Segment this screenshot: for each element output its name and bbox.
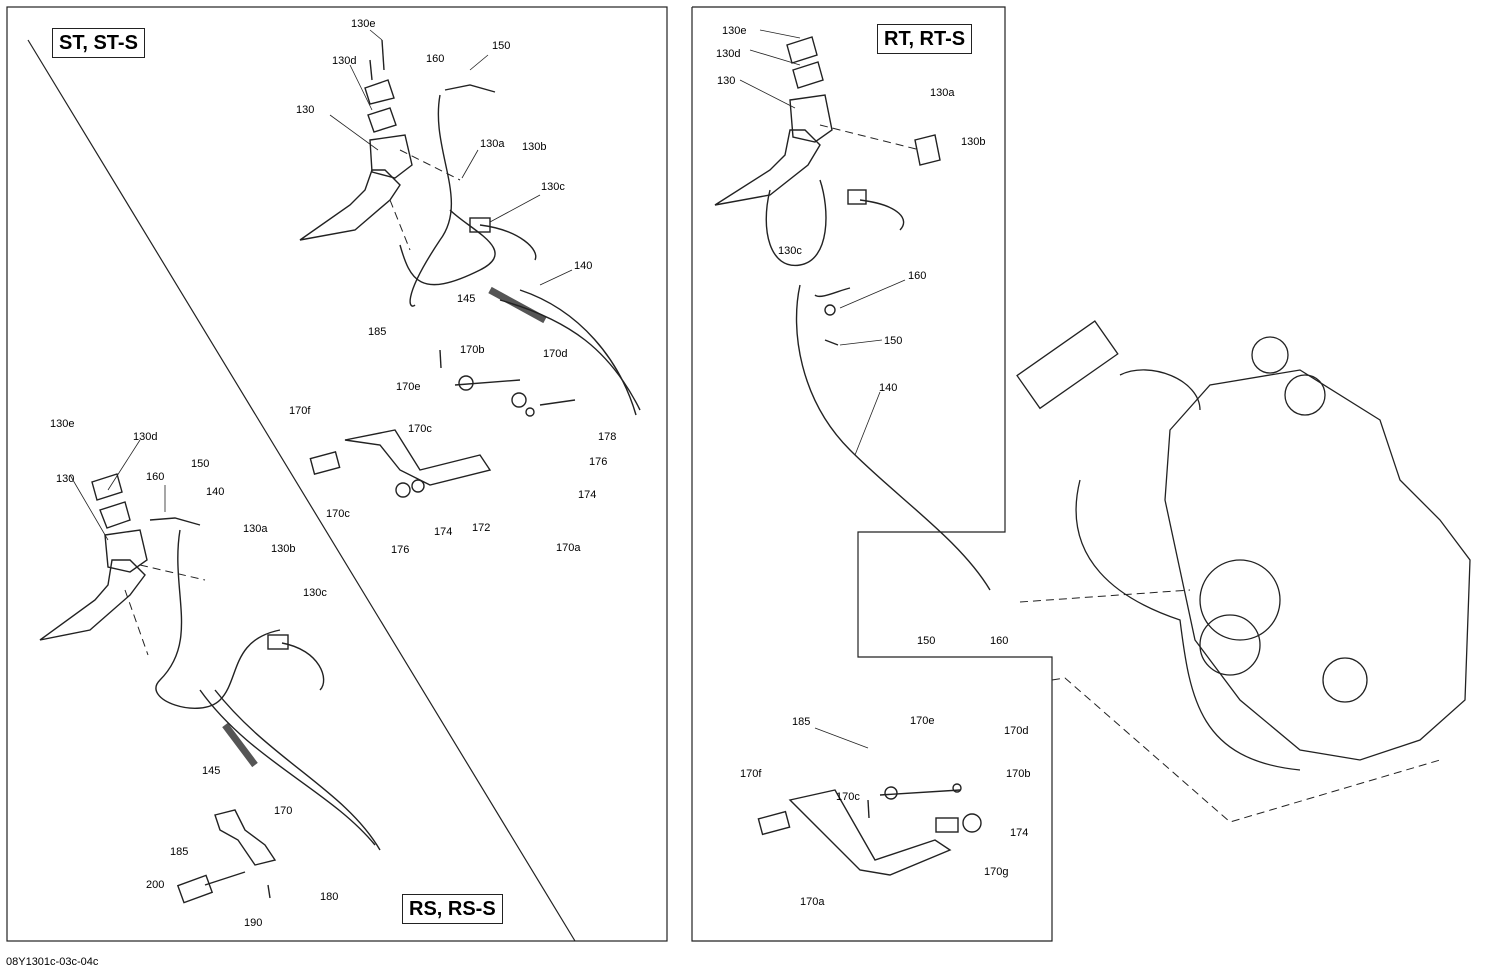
callout-label: 180 bbox=[320, 891, 339, 903]
callout-label: 174 bbox=[434, 526, 453, 538]
callout-label: 160 bbox=[146, 471, 165, 483]
callout-label: 170f bbox=[740, 768, 762, 780]
callout-label: 150 bbox=[884, 335, 903, 347]
callout-label: 170e bbox=[396, 381, 421, 393]
callout-label: 170 bbox=[274, 805, 293, 817]
callout-label: 176 bbox=[391, 544, 410, 556]
callout-label: 130b bbox=[522, 141, 547, 153]
callout-label: 170f bbox=[289, 405, 311, 417]
callout-label: 130c bbox=[778, 245, 802, 257]
callout-label: 170b bbox=[460, 344, 485, 356]
callout-label: 170b bbox=[1006, 768, 1031, 780]
callout-label: 130a bbox=[243, 523, 268, 535]
callout-label: 130b bbox=[271, 543, 296, 555]
engine-assembly bbox=[1016, 320, 1471, 771]
diagonal-divider bbox=[27, 39, 576, 942]
callout-label: 150 bbox=[492, 40, 511, 52]
callout-label: 200 bbox=[146, 879, 165, 891]
callout-label: 150 bbox=[191, 458, 210, 470]
callout-label: 130a bbox=[480, 138, 505, 150]
callout-label: 130d bbox=[716, 48, 741, 60]
callout-label: 170g bbox=[984, 866, 1009, 878]
callout-label: 130e bbox=[50, 418, 75, 430]
callout-label: 140 bbox=[206, 486, 225, 498]
callout-label: 140 bbox=[574, 260, 593, 272]
rt-master-cylinder bbox=[714, 36, 991, 591]
figure-code: 08Y1301c-03c-04c bbox=[6, 956, 99, 968]
callout-label: 172 bbox=[472, 522, 491, 534]
panel-tag-rt: RT, RT-S bbox=[877, 24, 973, 54]
callout-label: 130e bbox=[722, 25, 747, 37]
callout-label: 130d bbox=[133, 431, 158, 443]
callout-label: 160 bbox=[426, 53, 445, 65]
callout-label: 160 bbox=[990, 635, 1009, 647]
st-brake-pedal bbox=[309, 349, 576, 498]
callout-label: 150 bbox=[917, 635, 936, 647]
rs-master-cylinder bbox=[39, 473, 381, 851]
callout-label: 170c bbox=[836, 791, 860, 803]
callout-label: 130c bbox=[541, 181, 565, 193]
callout-label: 170c bbox=[408, 423, 432, 435]
callout-label: 130b bbox=[961, 136, 986, 148]
callout-label: 170d bbox=[543, 348, 568, 360]
left-frame bbox=[6, 6, 668, 942]
rt-brake-pedal bbox=[757, 783, 982, 876]
callout-label: 140 bbox=[879, 382, 898, 394]
callout-label: 130 bbox=[296, 104, 315, 116]
right-frame bbox=[691, 6, 1053, 942]
callout-label: 145 bbox=[457, 293, 476, 305]
callout-label: 130 bbox=[56, 473, 75, 485]
callout-label: 185 bbox=[368, 326, 387, 338]
callout-label: 130d bbox=[332, 55, 357, 67]
callout-label: 130 bbox=[717, 75, 736, 87]
callout-label: 174 bbox=[578, 489, 597, 501]
callout-label: 160 bbox=[908, 270, 927, 282]
callout-label: 130c bbox=[303, 587, 327, 599]
callout-label: 170a bbox=[800, 896, 825, 908]
callout-label: 170e bbox=[910, 715, 935, 727]
callout-label: 176 bbox=[589, 456, 608, 468]
callout-label: 145 bbox=[202, 765, 221, 777]
rs-brake-pedal bbox=[176, 809, 277, 904]
callout-label: 178 bbox=[598, 431, 617, 443]
callout-label: 190 bbox=[244, 917, 263, 929]
callout-label: 130e bbox=[351, 18, 376, 30]
panel-tag-rs: RS, RS-S bbox=[402, 894, 503, 924]
callout-label: 170a bbox=[556, 542, 581, 554]
callout-label: 130a bbox=[930, 87, 955, 99]
callout-label: 185 bbox=[170, 846, 189, 858]
callout-label: 170c bbox=[326, 508, 350, 520]
callout-label: 185 bbox=[792, 716, 811, 728]
callout-label: 174 bbox=[1010, 827, 1029, 839]
panel-tag-st: ST, ST-S bbox=[52, 28, 145, 58]
st-master-cylinder bbox=[299, 39, 641, 416]
callout-label: 170d bbox=[1004, 725, 1029, 737]
